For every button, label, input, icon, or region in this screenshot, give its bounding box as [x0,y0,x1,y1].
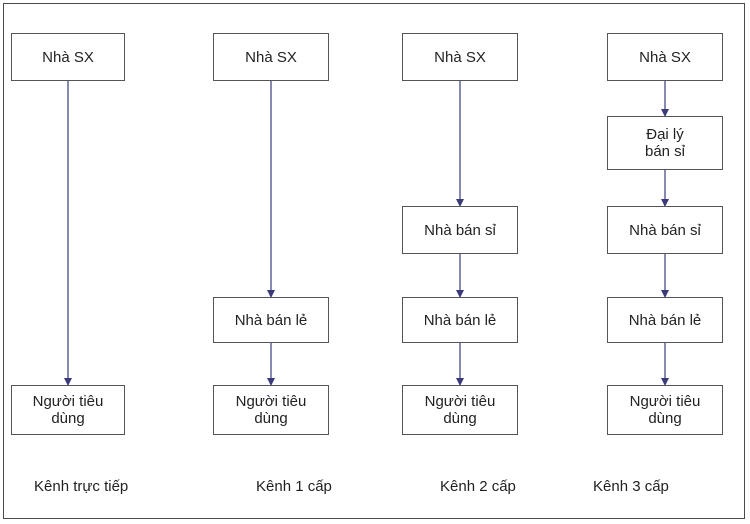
node-ch1-manufacturer: Nhà SX [213,33,329,81]
node-ch2-retailer: Nhà bán lẻ [402,297,518,343]
node-ch0-consumer: Người tiêu dùng [11,385,125,435]
node-ch3-agent-wholesale: Đại lý bán sỉ [607,116,723,170]
node-ch3-manufacturer: Nhà SX [607,33,723,81]
node-ch2-consumer: Người tiêu dùng [402,385,518,435]
caption-ch0: Kênh trực tiếp [34,478,129,495]
node-ch3-consumer: Người tiêu dùng [607,385,723,435]
node-ch3-wholesaler: Nhà bán sỉ [607,206,723,254]
node-ch3-retailer: Nhà bán lẻ [607,297,723,343]
caption-ch2: Kênh 2 cấp [440,478,516,495]
node-ch2-wholesaler: Nhà bán sỉ [402,206,518,254]
node-ch2-manufacturer: Nhà SX [402,33,518,81]
node-ch1-consumer: Người tiêu dùng [213,385,329,435]
caption-ch3: Kênh 3 cấp [593,478,669,495]
node-ch0-manufacturer: Nhà SX [11,33,125,81]
caption-ch1: Kênh 1 cấp [256,478,332,495]
diagram-frame [3,3,745,519]
node-ch1-retailer: Nhà bán lẻ [213,297,329,343]
